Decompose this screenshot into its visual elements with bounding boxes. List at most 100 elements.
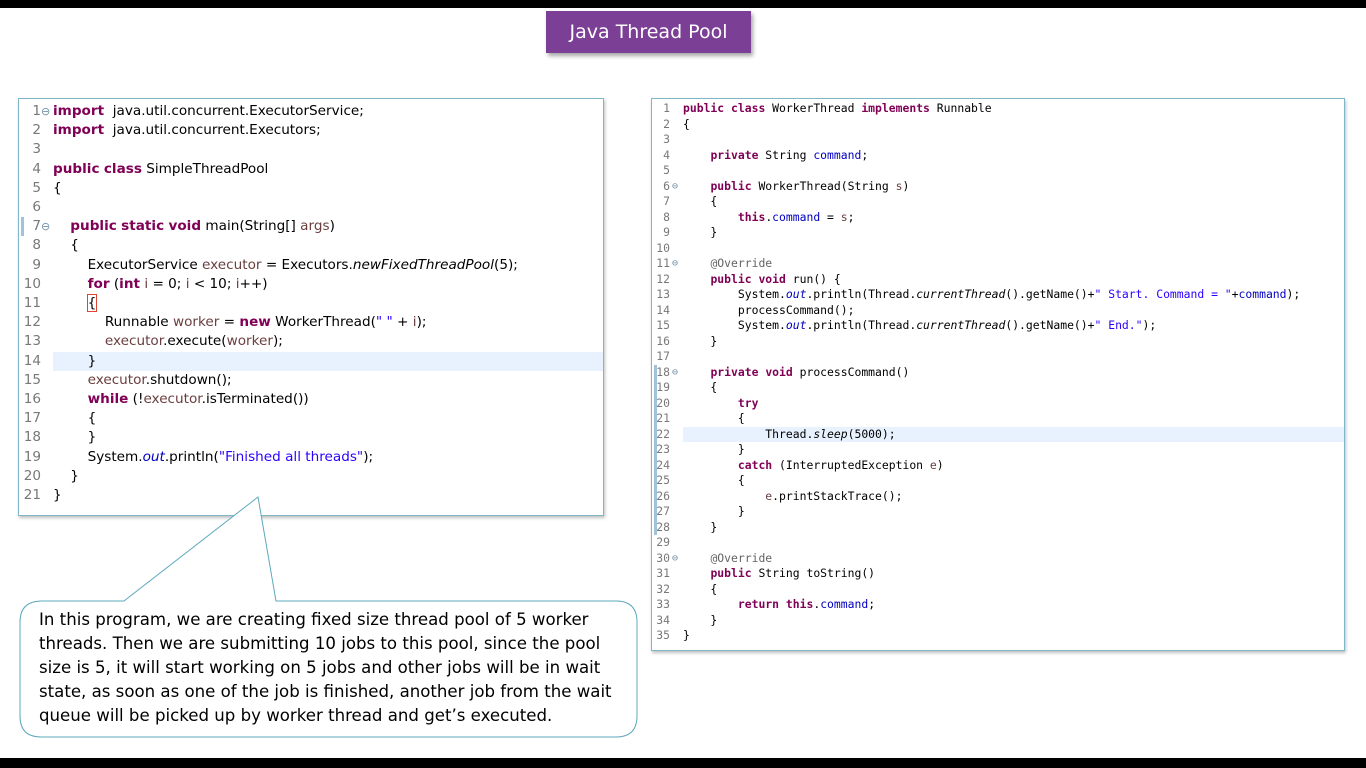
code-line[interactable]: 17 xyxy=(652,349,1344,365)
code-line[interactable]: 28 } xyxy=(652,519,1344,535)
code-token: executor xyxy=(104,333,164,350)
code-token: i xyxy=(412,314,417,331)
code-token: void xyxy=(765,364,793,379)
code-line[interactable]: 1⊖import java.util.concurrent.ExecutorSe… xyxy=(19,102,603,121)
code-line[interactable]: 23 } xyxy=(652,442,1344,458)
code-line[interactable]: 8 { xyxy=(19,236,603,255)
code-line[interactable]: 31 public String toString() xyxy=(652,566,1344,582)
code-line[interactable]: 27 } xyxy=(652,504,1344,520)
code-token: { xyxy=(683,473,745,487)
code-line[interactable]: 19 System.out.println("Finished all thre… xyxy=(19,448,603,467)
code-line[interactable]: 32 { xyxy=(652,582,1344,598)
code-text: } xyxy=(53,467,79,486)
fold-toggle-icon[interactable]: ⊖ xyxy=(672,258,679,269)
code-token: try xyxy=(737,395,759,410)
code-text: { xyxy=(683,194,717,210)
code-line[interactable]: 5 xyxy=(652,163,1344,179)
code-token: (5); xyxy=(494,256,518,273)
code-line[interactable]: 7⊖ public static void main(String[] args… xyxy=(19,217,603,237)
bottom-black-bar xyxy=(0,758,1366,768)
code-line[interactable]: 21} xyxy=(19,486,603,505)
line-number: 35 xyxy=(656,628,670,642)
code-text: public void run() { xyxy=(683,271,840,288)
code-line[interactable]: 3 xyxy=(19,140,603,159)
line-number: 20 xyxy=(656,395,670,410)
code-line[interactable]: 11⊖ @Override xyxy=(652,256,1344,272)
code-line[interactable]: 17 { xyxy=(19,409,603,428)
line-number: 6 xyxy=(663,178,670,193)
code-line[interactable]: 8 this.command = s; xyxy=(652,210,1344,226)
code-line[interactable]: 12 public void run() { xyxy=(652,272,1344,288)
code-line[interactable]: 22 Thread.sleep(5000); xyxy=(652,426,1344,442)
code-token: out xyxy=(142,448,165,465)
current-line-highlight xyxy=(53,351,603,371)
code-line[interactable]: 20 } xyxy=(19,467,603,486)
line-number: 17 xyxy=(23,410,41,427)
code-line[interactable]: 18⊖ private void processCommand() xyxy=(652,364,1344,380)
code-line[interactable]: 15 System.out.println(Thread.currentThre… xyxy=(652,318,1344,334)
fold-toggle-icon[interactable]: ⊖ xyxy=(41,105,51,118)
code-line[interactable]: 18 } xyxy=(19,428,603,447)
code-line[interactable]: 21 { xyxy=(652,411,1344,427)
fold-toggle-icon[interactable]: ⊖ xyxy=(672,366,679,378)
code-token: } xyxy=(53,429,97,446)
code-line[interactable]: 4 private String command; xyxy=(652,148,1344,164)
code-text: public class SimpleThreadPool xyxy=(53,160,268,179)
code-line[interactable]: 19 { xyxy=(652,380,1344,396)
code-line[interactable]: 5{ xyxy=(19,179,603,198)
code-line[interactable]: 3 xyxy=(652,132,1344,148)
code-line[interactable]: 10 for (int i = 0; i < 10; i++) xyxy=(19,275,603,294)
code-text: } xyxy=(683,334,717,350)
code-line[interactable]: 15 executor.shutdown(); xyxy=(19,371,603,390)
code-line[interactable]: 12 Runnable worker = new WorkerThread(" … xyxy=(19,313,603,332)
line-number: 26 xyxy=(656,488,670,503)
code-line[interactable]: 10 xyxy=(652,241,1344,257)
fold-toggle-icon[interactable]: ⊖ xyxy=(41,220,51,234)
code-line[interactable]: 14 } xyxy=(19,351,603,371)
code-text: { xyxy=(53,179,62,198)
simple-thread-pool-code-editor[interactable]: 1⊖import java.util.concurrent.ExecutorSe… xyxy=(18,98,604,516)
code-text: } xyxy=(53,352,97,371)
code-token: e xyxy=(929,457,937,472)
line-number: 14 xyxy=(656,302,670,317)
code-token: processCommand() xyxy=(792,364,910,379)
code-line[interactable]: 14 processCommand(); xyxy=(652,303,1344,319)
code-text: { xyxy=(683,582,717,598)
code-line[interactable]: 6⊖ public WorkerThread(String s) xyxy=(652,179,1344,195)
code-line[interactable]: 30⊖ @Override xyxy=(652,551,1344,567)
code-line[interactable]: 9 ExecutorService executor = Executors.n… xyxy=(19,256,603,275)
code-line[interactable]: 25 { xyxy=(652,473,1344,489)
code-line[interactable]: 13 System.out.println(Thread.currentThre… xyxy=(652,287,1344,303)
fold-toggle-icon[interactable]: ⊖ xyxy=(672,180,679,192)
code-line[interactable]: 35} xyxy=(652,628,1344,644)
code-line[interactable]: 13 executor.execute(worker); xyxy=(19,332,603,351)
code-line[interactable]: 29 xyxy=(652,535,1344,551)
code-line[interactable]: 33 return this.command; xyxy=(652,597,1344,613)
code-line[interactable]: 26 e.printStackTrace(); xyxy=(652,488,1344,504)
code-token: this xyxy=(737,209,766,224)
line-number: 23 xyxy=(656,442,670,456)
fold-toggle-icon[interactable]: ⊖ xyxy=(672,552,679,564)
code-line[interactable]: 6 xyxy=(19,198,603,217)
code-line[interactable]: 16 } xyxy=(652,334,1344,350)
code-line[interactable]: 7 { xyxy=(652,194,1344,210)
code-line[interactable]: 34 } xyxy=(652,613,1344,629)
code-line[interactable]: 20 try xyxy=(652,395,1344,411)
code-token: public xyxy=(710,271,752,286)
code-line[interactable]: 24 catch (InterruptedException e) xyxy=(652,457,1344,473)
line-number: 12 xyxy=(656,271,670,286)
code-line[interactable]: 16 while (!executor.isTerminated()) xyxy=(19,390,603,409)
code-line[interactable]: 2{ xyxy=(652,117,1344,133)
code-token: (5000); xyxy=(847,426,896,441)
line-number: 20 xyxy=(23,467,41,484)
code-text: for (int i = 0; i < 10; i++) xyxy=(53,275,268,294)
code-token: { xyxy=(53,410,97,427)
line-number: 19 xyxy=(23,448,41,465)
code-line[interactable]: 9 } xyxy=(652,225,1344,241)
line-number: 33 xyxy=(656,597,670,611)
code-line[interactable]: 11 { xyxy=(19,294,603,313)
